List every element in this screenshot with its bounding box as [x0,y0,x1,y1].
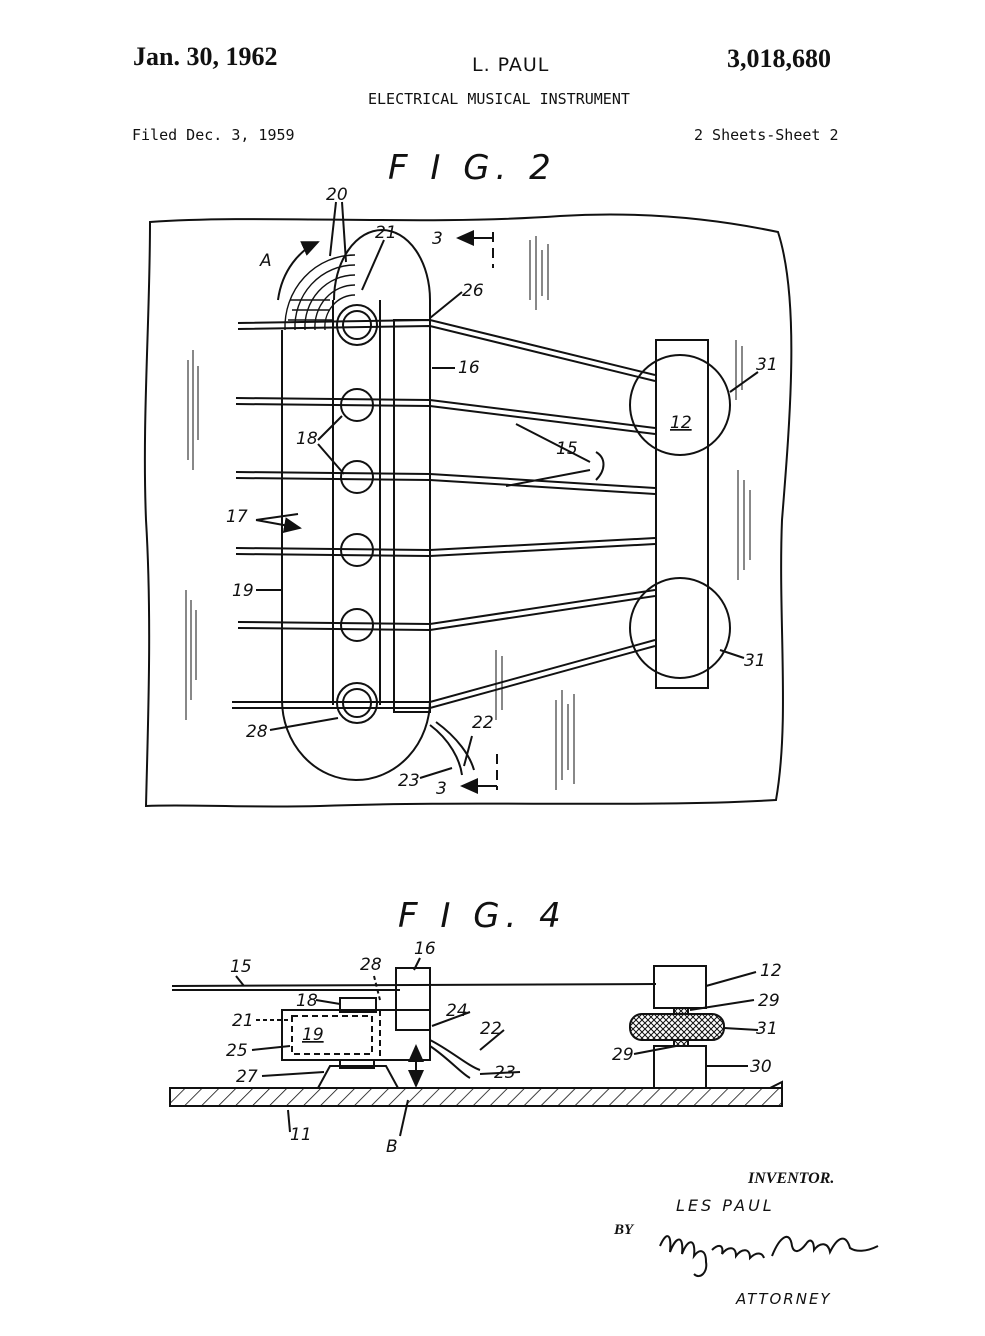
f4-label-11: 11 [290,1125,312,1145]
f4-label-21: 21 [232,1011,254,1031]
fig4-drawing [170,958,782,1136]
f4-label-23: 23 [494,1063,516,1083]
by-label: BY [614,1222,633,1239]
label-31b: 31 [744,651,766,671]
f4-label-15: 15 [230,957,252,977]
fig4-labels: 15 28 16 12 18 29 21 24 22 31 19 25 29 3… [226,939,782,1157]
f4-label-30: 30 [750,1057,772,1077]
label-3-bottom: 3 [436,779,447,799]
bridge-12 [656,340,708,688]
base-11 [170,1088,782,1106]
bridge-12-side [654,966,706,1008]
f4-label-12: 12 [760,961,782,981]
attorney-signature [660,1236,878,1276]
label-23: 23 [398,771,420,791]
body-shading [186,236,750,790]
label-15: 15 [556,439,578,459]
pole-pieces [337,305,377,723]
f4-label-31: 31 [756,1019,778,1039]
f4-label-18: 18 [296,991,318,1011]
label-3-top: 3 [432,229,443,249]
inventor-label: INVENTOR. [748,1170,834,1188]
wheel-31-bottom [630,578,730,678]
label-17: 17 [226,507,248,527]
label-19: 19 [232,581,254,601]
f4-label-28: 28 [360,955,382,975]
pickup-block-16 [394,320,430,712]
f4-label-25: 25 [226,1041,248,1061]
f4-label-29a: 29 [758,991,780,1011]
label-26: 26 [462,281,484,301]
label-16: 16 [458,358,480,378]
label-12: 12 [670,413,692,433]
pickup-housing [282,230,430,780]
label-22: 22 [472,713,494,733]
wheel-31-side [630,1014,724,1040]
label-31a: 31 [756,355,778,375]
attorney-label: ATTORNEY [736,1290,832,1308]
f4-label-24: 24 [446,1001,468,1021]
string-15 [172,984,656,986]
wheel-31-top [630,355,730,455]
label-A: A [259,251,272,271]
f4-label-29b: 29 [612,1045,634,1065]
f4-label-16: 16 [414,939,436,959]
label-18: 18 [296,429,318,449]
f4-label-27: 27 [236,1067,258,1087]
f4-label-B: B [386,1137,398,1157]
label-20: 20 [326,185,348,205]
label-28: 28 [246,722,268,742]
f4-label-22: 22 [480,1019,502,1039]
label-21: 21 [375,223,397,243]
inventor-name: LES PAUL [676,1196,775,1215]
f4-label-19: 19 [302,1025,324,1045]
